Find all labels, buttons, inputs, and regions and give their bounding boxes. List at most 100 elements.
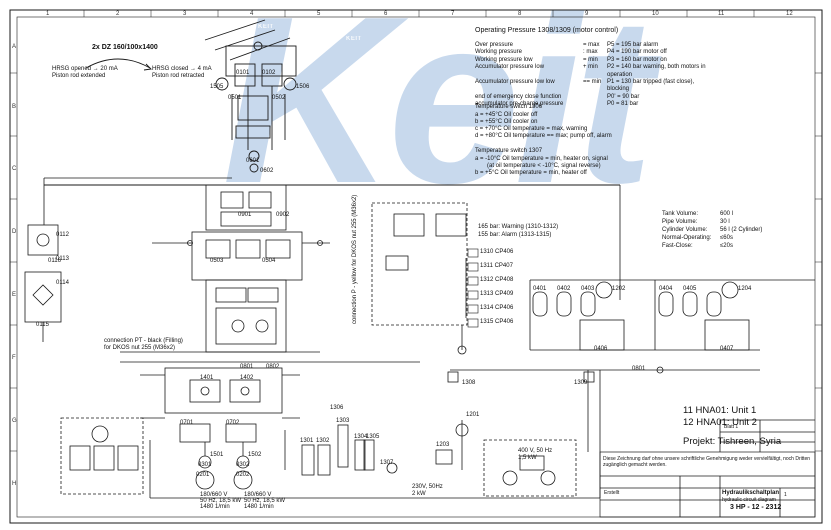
cylinder-volume-value: 56 l (2 Cylinder) xyxy=(720,227,763,233)
normal-operating-value: ≤60s xyxy=(720,235,733,241)
unit-1-label: 11 HNA01: Unit 1 xyxy=(683,405,757,416)
component-id: 1402 xyxy=(240,375,254,381)
fast-close-label: Fast-Close: xyxy=(662,243,693,249)
cylinder-volume-label: Cylinder Volume: xyxy=(662,227,708,233)
component-id: 0602 xyxy=(260,168,274,174)
temp-switch-1306-row: a = +45°C Oil cooler off xyxy=(475,112,538,118)
pipe-volume-value: 30 l xyxy=(720,219,730,225)
component-id: 0301 xyxy=(198,462,212,468)
component-id: 1305 xyxy=(366,434,380,440)
normal-operating-label: Normal-Operating: xyxy=(662,235,712,241)
component-id: 0406 xyxy=(594,346,608,352)
component-id: 0114 xyxy=(56,280,69,286)
component-id: 1502 xyxy=(248,452,262,458)
cooler-fan-spec: 1,5 kW xyxy=(518,455,537,461)
component-id: 0201 xyxy=(196,472,210,478)
connection-p-note: connection P - yellow for DKOS nut 255 (… xyxy=(352,194,358,324)
column-number: 3 xyxy=(183,11,187,17)
motor-right-spec: 50 Hz, 18,5 kW xyxy=(244,498,286,504)
column-number: 5 xyxy=(317,11,321,17)
component-id: 0402 xyxy=(557,286,571,292)
component-id: 0502 xyxy=(272,95,286,101)
component-id: 0801 xyxy=(632,366,646,372)
unit-2-label: 12 HNA01: Unit 2 xyxy=(683,417,757,428)
component-id: 0504 xyxy=(262,258,276,264)
column-number: 8 xyxy=(518,11,522,17)
watermark-tile: KEIT xyxy=(346,36,362,42)
column-number: 9 xyxy=(585,11,589,17)
component-id: 0404 xyxy=(659,286,673,292)
project-label: Projekt: Tishreen, Syria xyxy=(683,436,782,447)
motor-left-spec: 1480 1/min xyxy=(200,504,230,510)
watermark-tile: KEIT xyxy=(664,60,680,66)
component-id: 1401 xyxy=(200,375,214,381)
temp-switch-1307-row: a = -10°C Oil temperature = min, heater … xyxy=(475,156,608,162)
warning-label: 165 bar: Warning (1310-1312) xyxy=(478,224,559,230)
component-id: 0115 xyxy=(36,322,49,328)
cylinder-left-note-1: HRSG opened → 20 mA xyxy=(52,66,118,72)
component-id: 0302 xyxy=(236,462,250,468)
component-id: 0401 xyxy=(533,286,547,292)
component-id: 0202 xyxy=(236,472,250,478)
tank-volume-label: Tank Volume: xyxy=(662,211,699,217)
component-id: 0102 xyxy=(262,70,276,76)
revision: 1 xyxy=(784,492,787,498)
drawing-title: Hydraulikschaltplan xyxy=(722,490,780,496)
component-id: 0403 xyxy=(581,286,595,292)
column-number: 2 xyxy=(116,11,120,17)
column-number: 1 xyxy=(46,11,50,17)
motor-left-spec: 50 Hz, 18,5 kW xyxy=(200,498,242,504)
connection-pt-note: connection PT - black (Filling) xyxy=(104,338,183,344)
tank-volume-value: 600 l xyxy=(720,211,734,217)
pressure-switch-label: 1311 CP407 xyxy=(480,263,513,269)
component-id: 1506 xyxy=(296,84,310,90)
title-block-note: Diese Zeichnung darf ohne unsere schrift… xyxy=(603,456,811,468)
pressure-switch-label: 1315 CP406 xyxy=(480,319,514,325)
component-id: 1203 xyxy=(436,442,450,448)
connection-pt-note: for DKOS nut 255 (M36x2) xyxy=(104,345,176,351)
component-id: 1303 xyxy=(336,418,350,424)
pressure-switch-label: 1312 CP408 xyxy=(480,277,514,283)
watermark-tile: KEIT xyxy=(258,24,274,30)
pressure-switch-label: 1313 CP409 xyxy=(480,291,514,297)
component-id: 0407 xyxy=(720,346,734,352)
component-id: 1302 xyxy=(316,438,330,444)
row-letter: B xyxy=(12,104,17,110)
column-number: 6 xyxy=(384,11,388,17)
pressure-switch-label: 1310 CP406 xyxy=(480,249,514,255)
column-number: 10 xyxy=(652,11,659,17)
component-id: 0405 xyxy=(683,286,697,292)
drawing-number: 3 HP - 12 - 2312 xyxy=(730,504,782,511)
component-id: 0702 xyxy=(226,420,240,426)
component-id: 0113 xyxy=(56,256,69,262)
row-letter: D xyxy=(12,229,17,235)
cylinder-right-note-1: HRSG closed → 4 mA xyxy=(152,66,212,72)
component-id: 0601 xyxy=(246,158,260,164)
component-id: 1505 xyxy=(210,84,224,90)
motor-right-spec: 1480 1/min xyxy=(244,504,274,510)
component-id: 0501 xyxy=(228,95,242,101)
heater-spec: 230V, 50Hz xyxy=(412,484,443,490)
component-id: 0801 xyxy=(240,364,254,370)
temp-switch-1307-row: (at oil temperature < -10°C, signal reve… xyxy=(487,163,601,169)
temp-switch-1306-title: Temperature switch 1306 xyxy=(475,104,543,110)
watermark-tile: KEIT xyxy=(302,12,318,18)
column-number: 11 xyxy=(718,11,725,17)
pipe-volume-label: Pipe Volume: xyxy=(662,219,698,225)
component-id: 0503 xyxy=(210,258,224,264)
motor-left-spec: 180/660 V xyxy=(200,492,228,498)
temp-switch-1306-row: d = +80°C Oil temperature == max; pump o… xyxy=(475,133,612,139)
watermark-tile: KEIT xyxy=(284,172,300,178)
watermark-tile: KEIT xyxy=(640,120,656,126)
component-id: 0802 xyxy=(266,364,280,370)
component-id: 1304 xyxy=(354,434,368,440)
drawing-subtitle: hydraulic circuit diagram xyxy=(722,497,776,503)
component-id: 1204 xyxy=(738,286,752,292)
row-letter: G xyxy=(12,418,17,424)
sheet-number: Blatt 1 xyxy=(724,424,739,430)
row-letter: A xyxy=(12,44,17,50)
temp-switch-1307-row: b = +5°C Oil temperature = min, heater o… xyxy=(475,170,587,176)
component-id: 1307 xyxy=(380,460,394,466)
